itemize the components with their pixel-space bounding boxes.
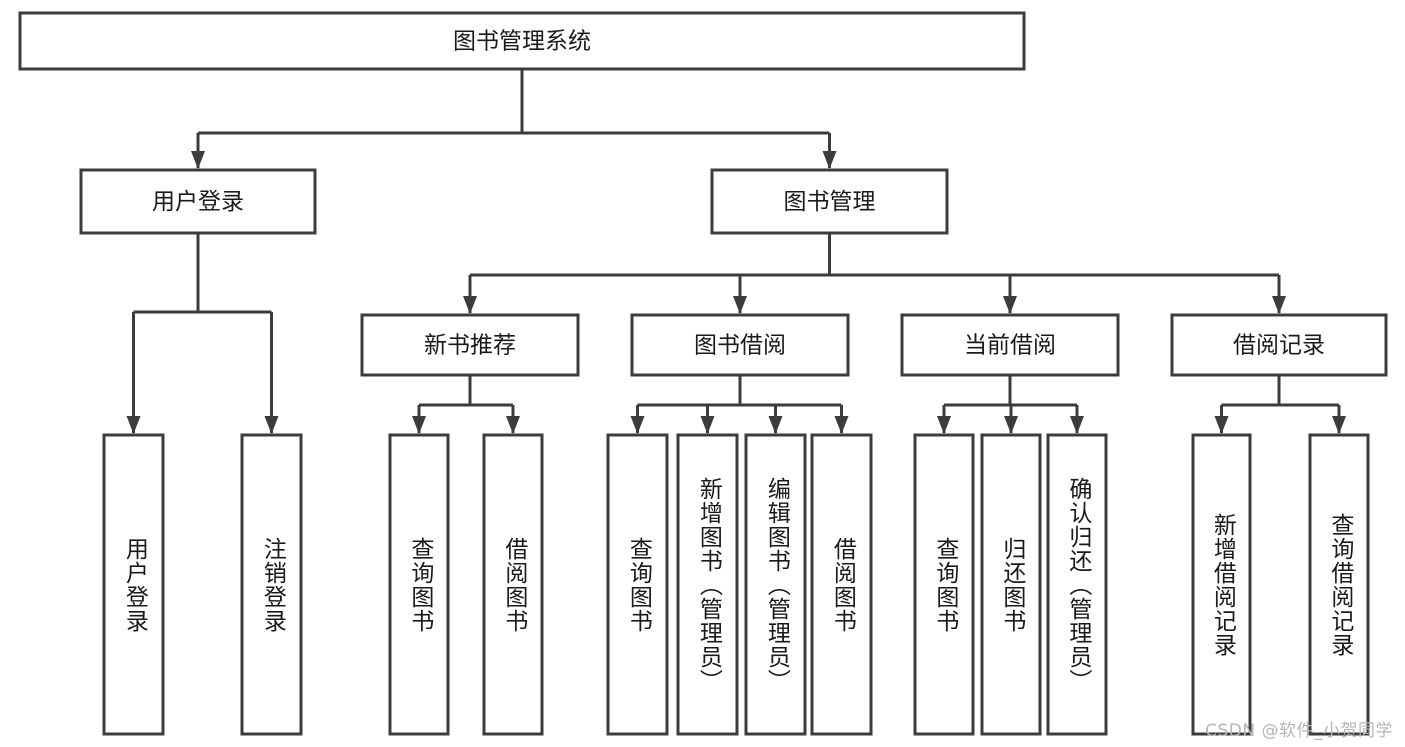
node-box-root[interactable] [18, 11, 1026, 71]
node-box-current-borrow[interactable] [900, 313, 1120, 377]
node-box-borrow-record[interactable] [1170, 313, 1388, 377]
node-box-leaf-rec-query-book[interactable] [388, 433, 450, 736]
node-label-root: 图书管理系统 [453, 29, 591, 55]
node-box-leaf-borrow-borrow-book[interactable] [810, 433, 873, 736]
node-label-new-book-rec: 新书推荐 [424, 333, 516, 359]
node-box-new-book-rec[interactable] [360, 313, 580, 377]
node-box-leaf-borrow-query-book[interactable] [606, 433, 669, 736]
node-label-book-borrow: 图书借阅 [694, 333, 786, 359]
node-box-leaf-record-add[interactable] [1191, 433, 1252, 736]
node-box-leaf-rec-borrow-book[interactable] [482, 433, 544, 736]
csdn-watermark: CSDN @软件_小贺同学 [1205, 721, 1393, 741]
node-label-borrow-record: 借阅记录 [1233, 333, 1325, 359]
node-box-leaf-record-query[interactable] [1308, 433, 1370, 736]
node-box-book-borrow[interactable] [630, 313, 850, 377]
node-box-leaf-current-confirm-return[interactable] [1046, 433, 1108, 736]
node-box-leaf-borrow-edit-book[interactable] [744, 433, 807, 736]
node-box-book-manage[interactable] [710, 168, 949, 235]
node-box-leaf-current-query-book[interactable] [913, 433, 975, 736]
node-box-leaf-user-logout[interactable] [240, 433, 303, 736]
node-box-user-login[interactable] [79, 168, 317, 235]
node-label-user-login: 用户登录 [152, 189, 244, 215]
node-box-layer [18, 11, 1388, 736]
connector-layer [126, 69, 1346, 434]
node-label-current-borrow: 当前借阅 [964, 333, 1056, 359]
node-box-leaf-borrow-add-book[interactable] [676, 433, 739, 736]
node-box-leaf-current-return-book[interactable] [980, 433, 1042, 736]
node-box-leaf-user-login[interactable] [102, 433, 165, 736]
node-label-book-manage: 图书管理 [784, 189, 876, 215]
